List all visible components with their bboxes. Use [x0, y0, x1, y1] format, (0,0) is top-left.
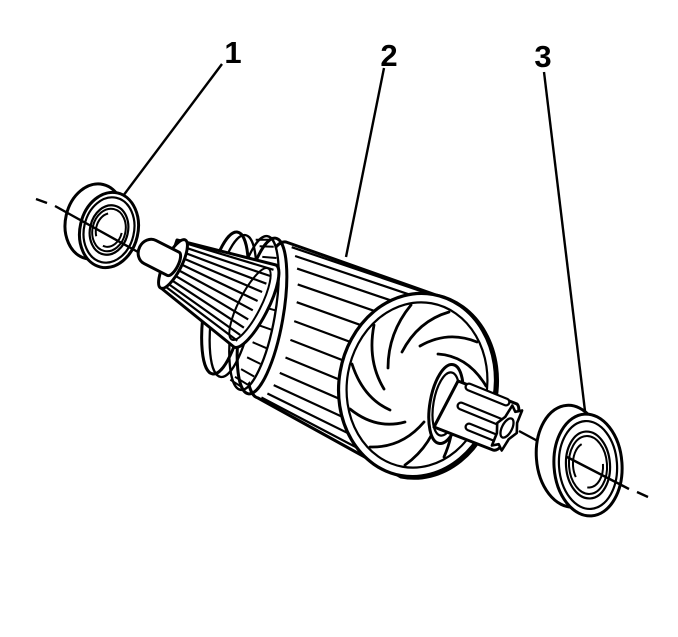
- centerline-right-segment: [566, 455, 630, 491]
- callout-2-label: 2: [380, 38, 397, 73]
- shaft-tip: [136, 237, 183, 278]
- centerline-left-dash: [35, 197, 48, 205]
- pinion-center-bore: [499, 417, 515, 439]
- centerline-right: [566, 455, 649, 499]
- centerline-right-dash: [636, 490, 649, 499]
- callout-1-leader: [122, 63, 223, 197]
- spline-shaft: [432, 379, 524, 452]
- centerline-left: [35, 197, 139, 254]
- callout-3-label: 3: [534, 39, 551, 74]
- callout-3-leader: [542, 71, 587, 412]
- right-bearing-drawing: [534, 403, 624, 518]
- right-bearing-inner-race-inner: [567, 435, 609, 495]
- right-bearing-outer-race: [552, 412, 624, 518]
- callout-1-label: 1: [224, 35, 241, 70]
- left-bearing-race-line: [82, 196, 136, 264]
- right-bearing-race-line: [557, 419, 619, 511]
- left-bearing-drawing: [63, 182, 141, 270]
- armature-drawing: [136, 229, 524, 480]
- right-bearing-inner-race-outer: [564, 430, 612, 500]
- centerline-left-segment: [54, 204, 139, 254]
- callouts: 1 2 3: [122, 35, 587, 412]
- commutator-bars: [161, 241, 274, 342]
- callout-2-leader: [344, 67, 386, 258]
